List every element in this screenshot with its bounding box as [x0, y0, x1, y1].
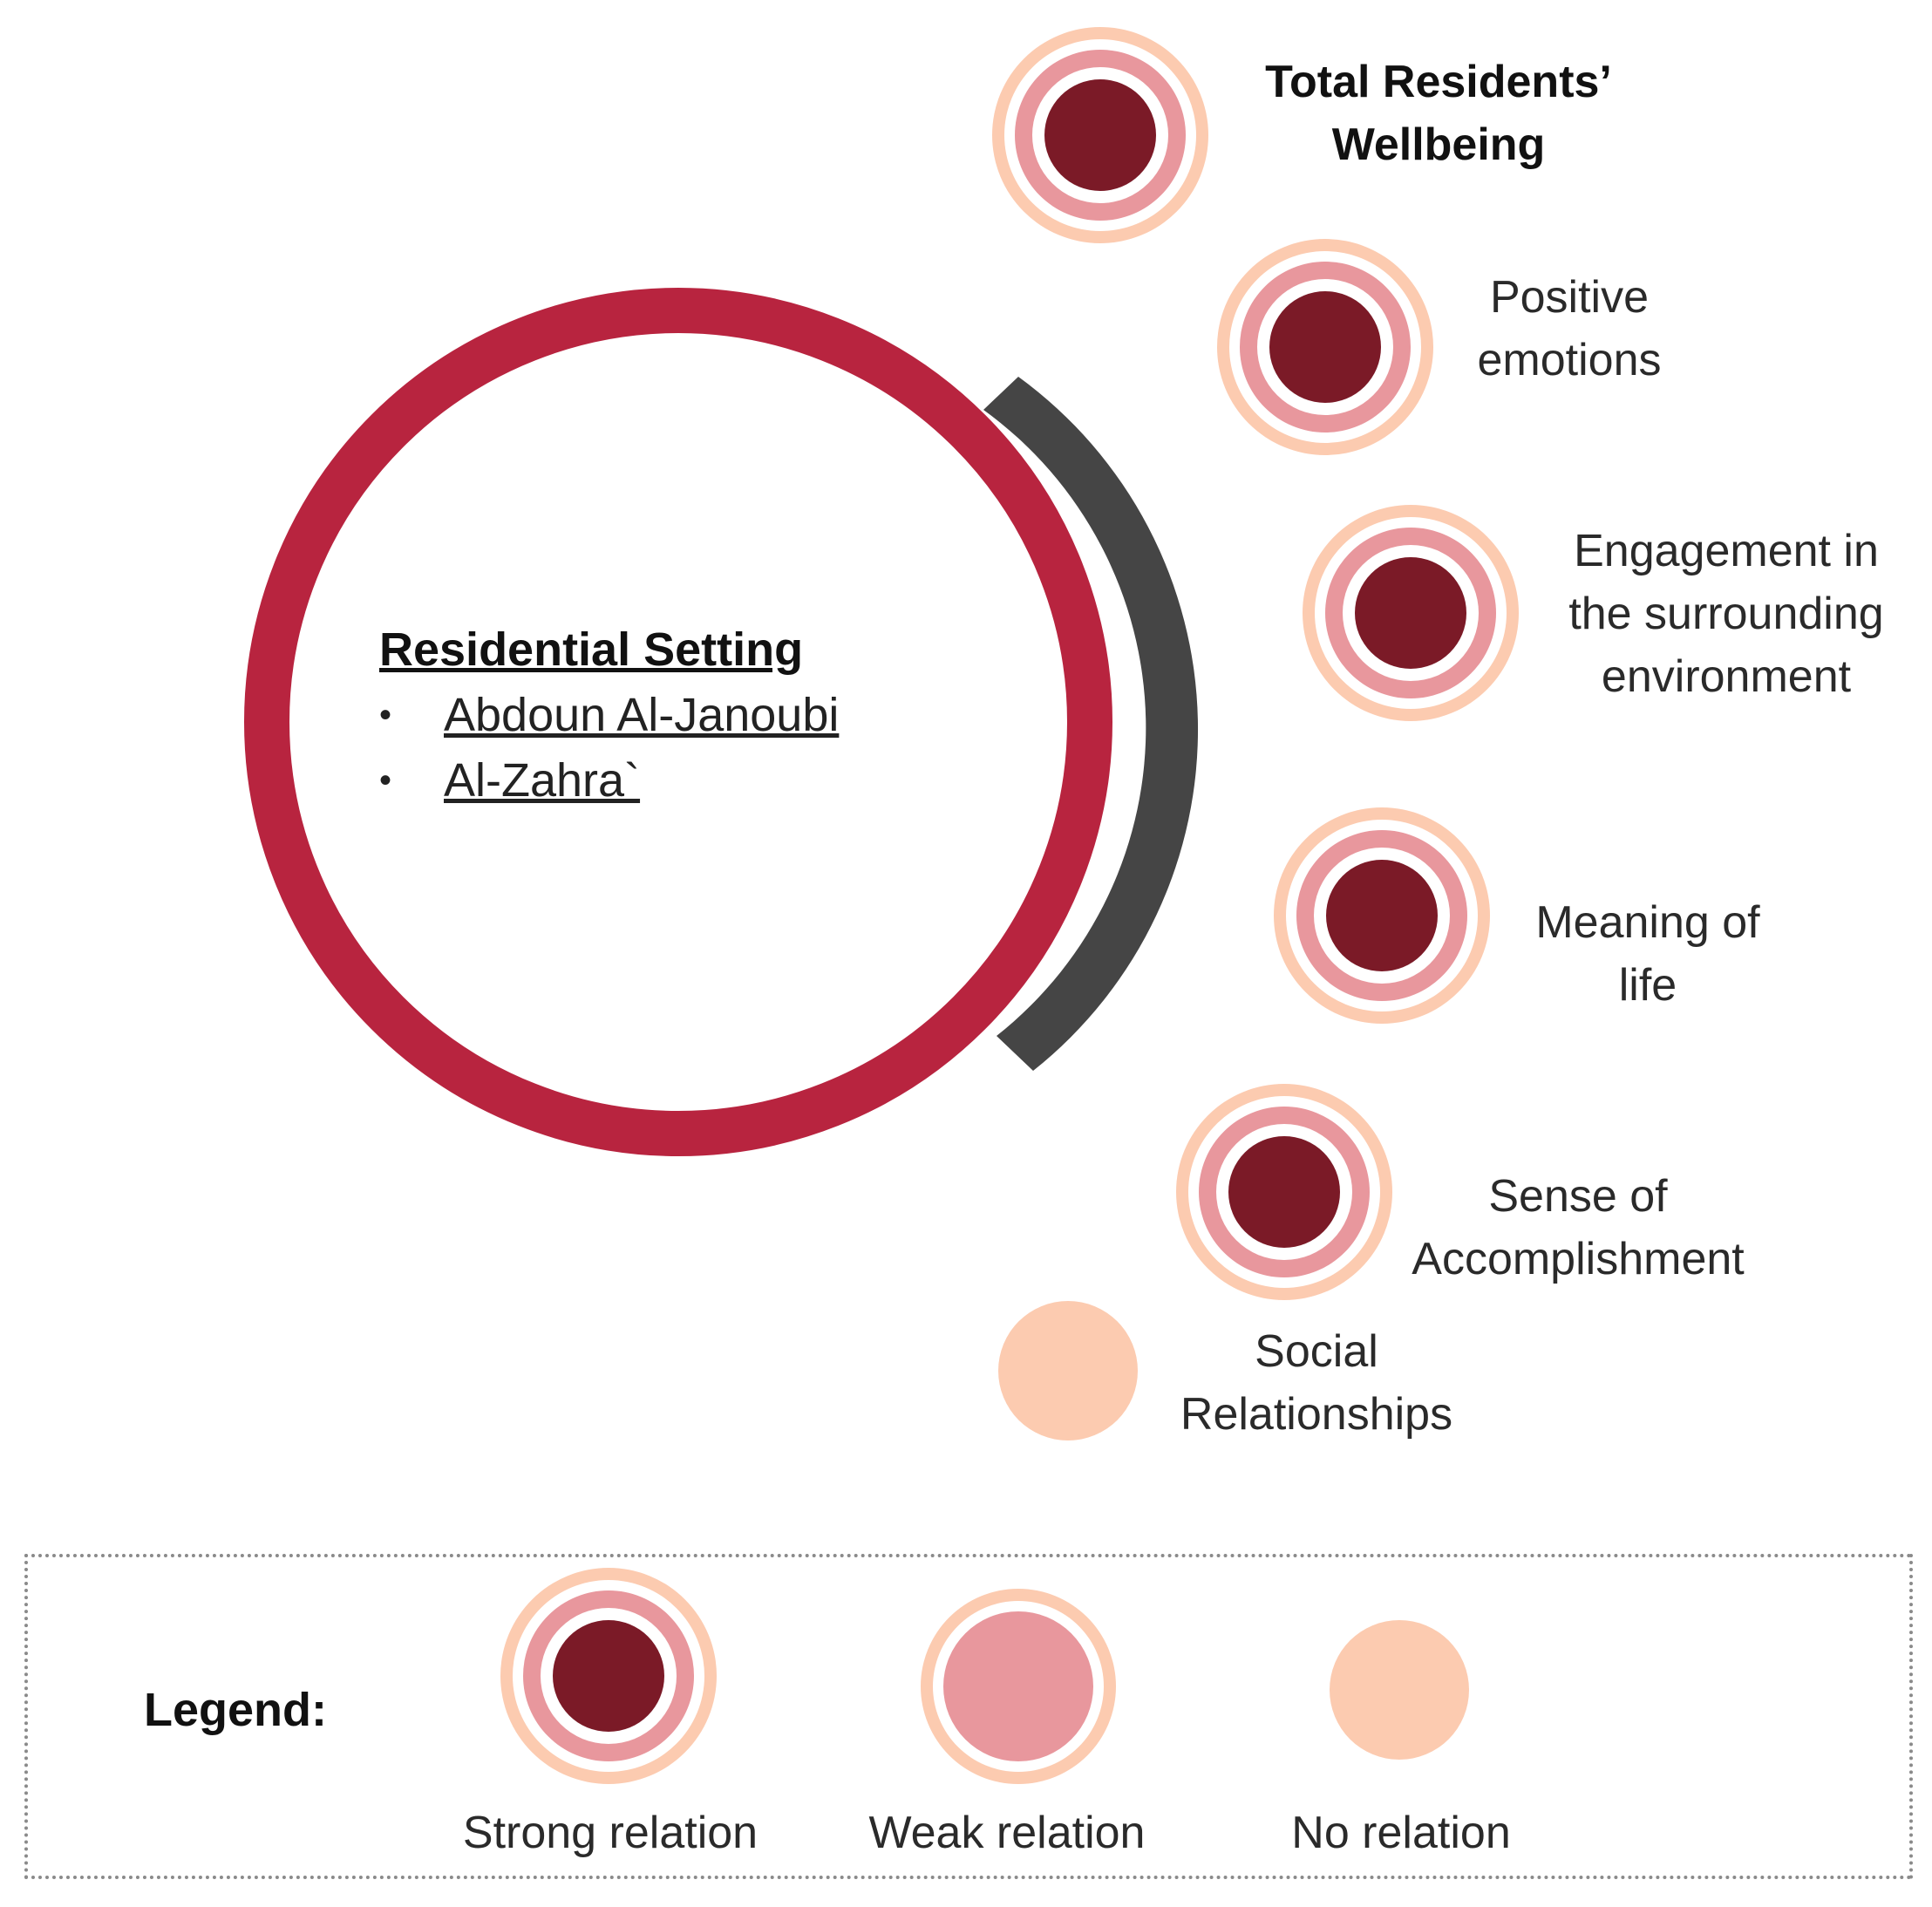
- residential-setting-item: Abdoun Al-Janoubi: [379, 683, 990, 748]
- legend-box: [24, 1554, 1913, 1879]
- outcome-label-accomplishment: Sense of Accomplishment: [1412, 1171, 1745, 1284]
- outcome-3-strong-relation-marker: [1274, 807, 1490, 1024]
- residential-setting-item: Al-Zahra`: [379, 748, 990, 814]
- marker-core: [1269, 291, 1381, 403]
- legend-none-relation-marker: [1330, 1620, 1469, 1760]
- legend-label-strong: Strong relation: [462, 1808, 759, 1858]
- outcome-4-strong-relation-marker: [1176, 1084, 1392, 1300]
- outcome-5-none-relation-marker: [998, 1301, 1138, 1440]
- marker-core: [943, 1611, 1093, 1761]
- outcome-2-strong-relation-marker: [1303, 505, 1519, 721]
- marker-core: [1228, 1136, 1340, 1248]
- legend-markers: [500, 1568, 1469, 1784]
- outcome-markers: [992, 27, 1519, 1440]
- outcome-label-engagement: Engagement in the surrounding environmen…: [1568, 526, 1884, 702]
- marker-core: [553, 1620, 664, 1732]
- legend-strong-relation-marker: [500, 1568, 717, 1784]
- marker-core: [1355, 557, 1466, 669]
- marker-core: [1326, 860, 1438, 971]
- outcome-label-social-relationships: Social Relationships: [1180, 1326, 1453, 1440]
- outcome-0-strong-relation-marker: [992, 27, 1208, 243]
- connector-arc: [983, 377, 1199, 1071]
- legend-label-weak: Weak relation: [868, 1808, 1146, 1858]
- marker-core: [998, 1301, 1138, 1440]
- outcome-label-total-wellbeing: Total Residents’ Wellbeing: [1265, 57, 1612, 170]
- outcome-label-positive-emotions: Positive emotions: [1477, 272, 1662, 385]
- legend-weak-relation-marker: [921, 1589, 1116, 1784]
- marker-core: [1044, 79, 1156, 191]
- residential-setting-text: Residential Setting Abdoun Al-Janoubi Al…: [379, 617, 990, 814]
- residential-setting-title: Residential Setting: [379, 623, 804, 676]
- outcome-1-strong-relation-marker: [1217, 239, 1433, 455]
- legend-title: Legend:: [144, 1684, 327, 1736]
- legend-label-none: No relation: [1291, 1808, 1511, 1858]
- marker-core: [1330, 1620, 1469, 1760]
- outcome-label-meaning-of-life: Meaning of life: [1535, 897, 1760, 1011]
